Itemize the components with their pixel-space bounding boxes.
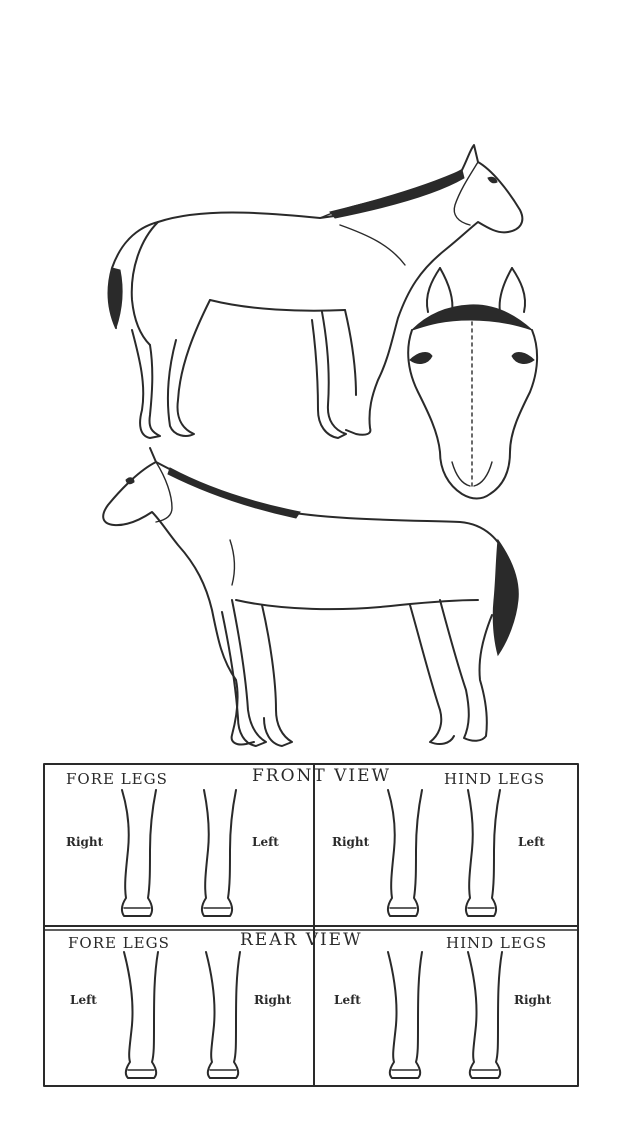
leg-table: FORE LEGS FRONT VIEW HIND LEGS Right Lef… <box>44 764 578 1086</box>
rear-hind-right-leg <box>468 952 502 1078</box>
rear-fore-left-leg <box>124 952 158 1078</box>
rear-fore-left-label: Left <box>70 993 97 1007</box>
front-hind-right-leg <box>388 790 422 916</box>
rear-hind-right-label: Right <box>514 993 552 1007</box>
rear-hind-left-leg <box>388 952 422 1078</box>
rear-fore-right-label: Right <box>254 993 292 1007</box>
rear-hind-legs-header: HIND LEGS <box>446 934 547 952</box>
front-fore-legs-header: FORE LEGS <box>66 770 168 788</box>
front-fore-left-label: Right <box>66 835 104 849</box>
rear-view-title: REAR VIEW <box>240 930 363 950</box>
front-view-title: FRONT VIEW <box>252 766 391 786</box>
rear-fore-right-leg <box>206 952 240 1078</box>
front-fore-right-label: Left <box>252 835 279 849</box>
front-hind-left-label: Right <box>332 835 370 849</box>
rear-fore-legs-header: FORE LEGS <box>68 934 170 952</box>
horse-side-right-facing <box>109 145 523 438</box>
horse-side-left-facing <box>103 448 518 746</box>
front-hind-left-leg <box>466 790 500 916</box>
front-fore-right-leg <box>122 790 156 916</box>
rear-hind-left-label: Left <box>334 993 361 1007</box>
horse-head-front <box>408 268 537 499</box>
front-hind-right-label: Left <box>518 835 545 849</box>
front-hind-legs-header: HIND LEGS <box>444 770 545 788</box>
front-fore-left-leg <box>202 790 236 916</box>
